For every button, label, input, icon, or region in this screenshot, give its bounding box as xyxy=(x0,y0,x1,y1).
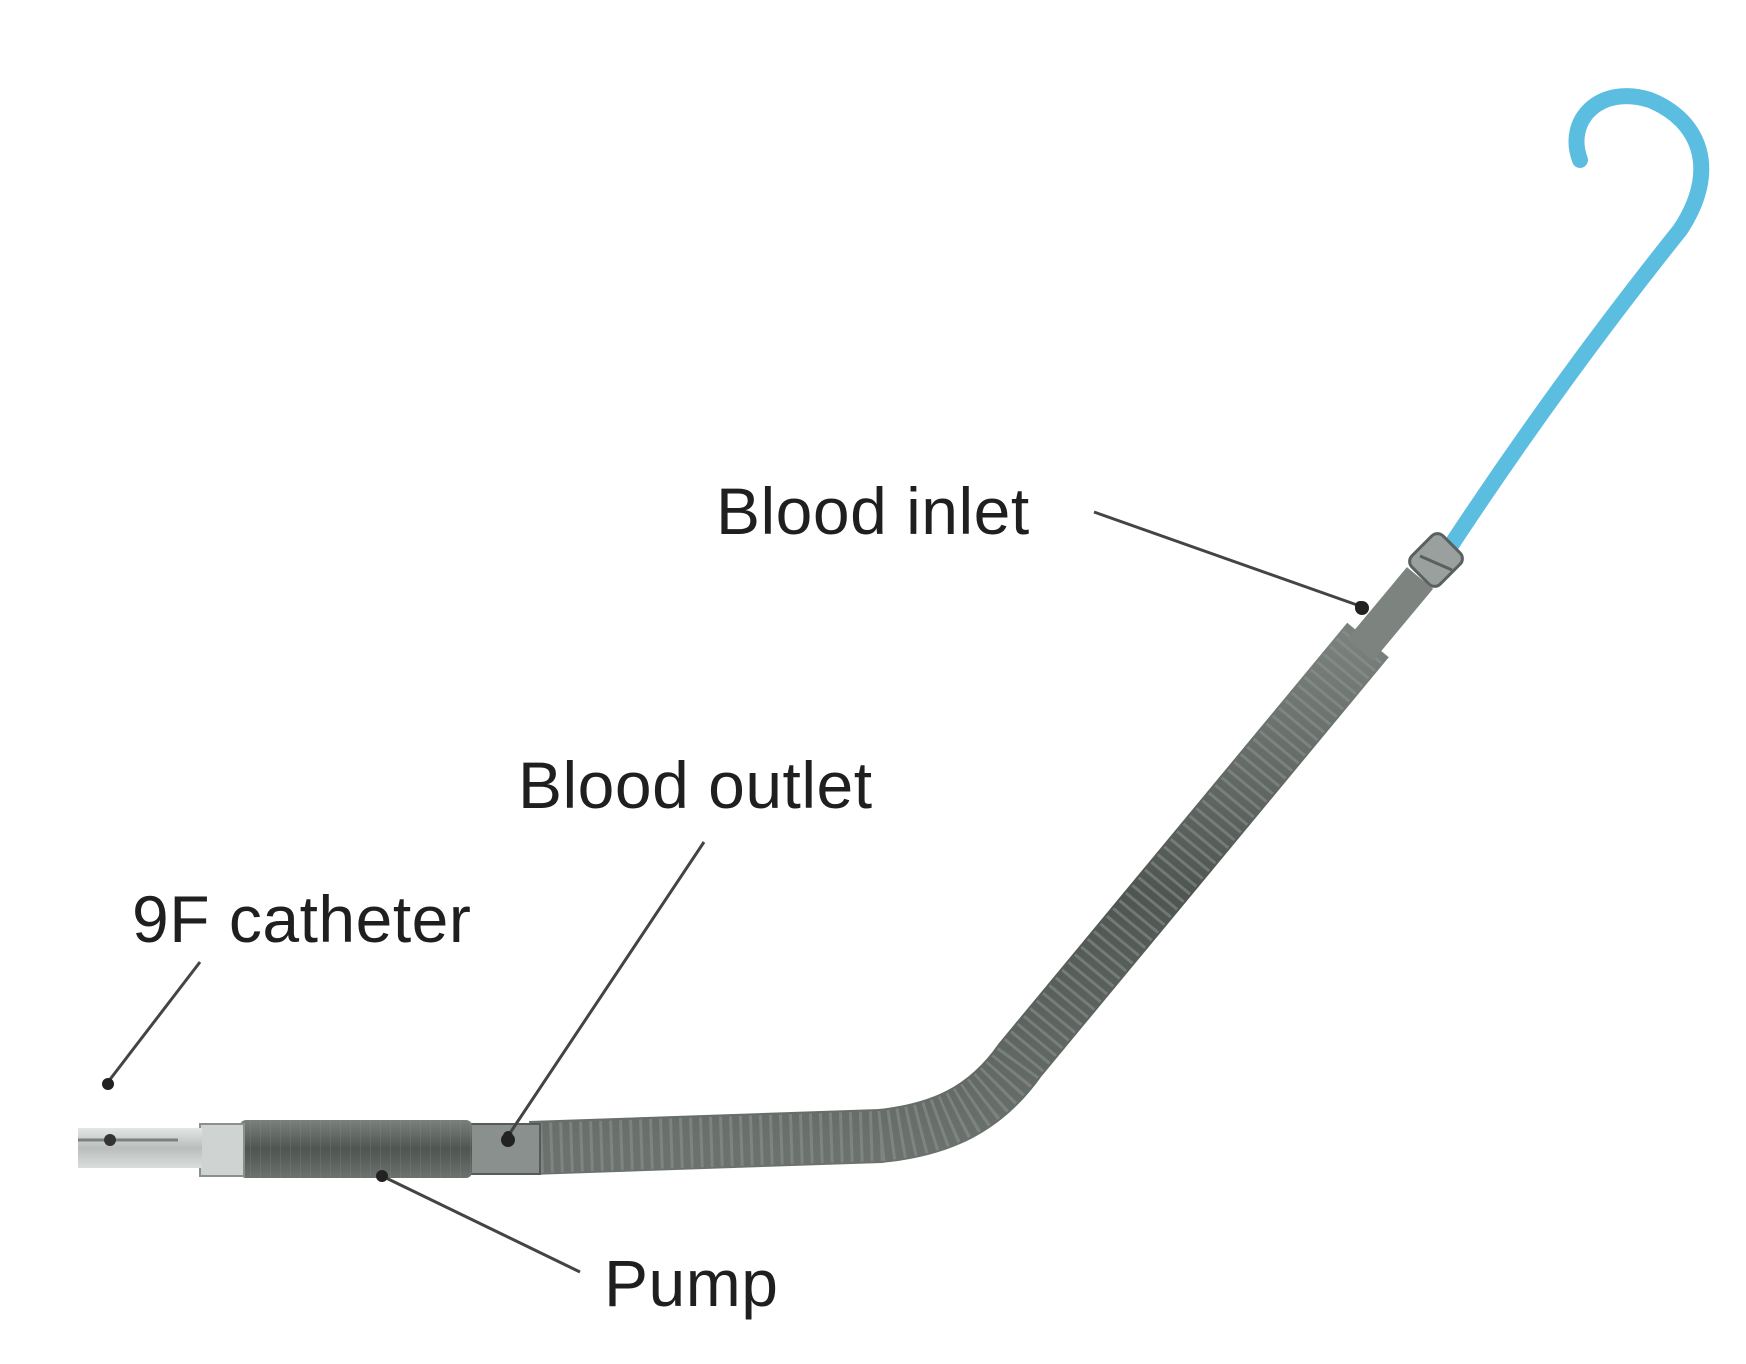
inlet-cage xyxy=(1408,532,1464,588)
leader-blood-outlet xyxy=(503,841,706,1141)
label-catheter: 9F catheter xyxy=(132,882,472,956)
leader-pump xyxy=(376,1170,581,1274)
cannula-body xyxy=(529,622,1389,1175)
leader-blood-inlet xyxy=(1093,510,1365,611)
cannula-ribbing xyxy=(539,624,1388,1173)
label-pump: Pump xyxy=(604,1246,779,1320)
blood-outlet-section xyxy=(469,1123,541,1175)
inlet-tube xyxy=(1346,567,1434,661)
pump-collar xyxy=(199,1123,245,1177)
label-blood-inlet: Blood inlet xyxy=(716,474,1030,548)
label-blood-outlet: Blood outlet xyxy=(518,748,873,822)
catheter-shaft xyxy=(78,1128,202,1168)
pigtail-tip xyxy=(1436,88,1710,564)
leader-catheter xyxy=(102,961,202,1090)
